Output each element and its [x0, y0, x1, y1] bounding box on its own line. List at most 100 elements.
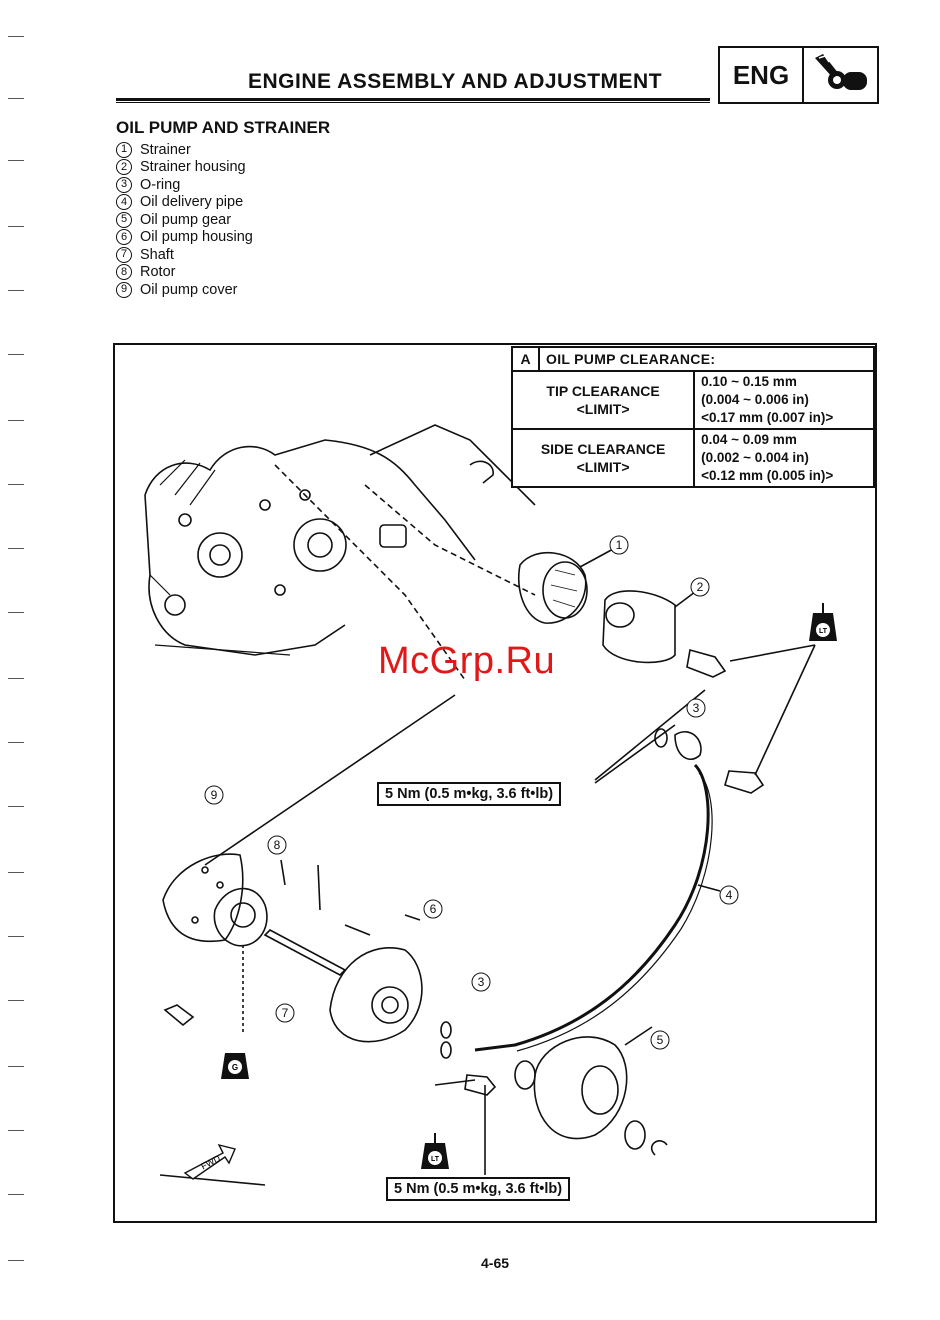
oil-pump-cover [162, 853, 244, 943]
svg-text:LT: LT [819, 628, 828, 635]
svg-text:5: 5 [657, 1033, 664, 1047]
oil-pump-clearance-table: A OIL PUMP CLEARANCE: TIP CLEARANCE <LIM… [510, 346, 875, 488]
svg-text:G: G [232, 1063, 238, 1072]
callout-8: 8 [267, 835, 287, 855]
torque-spec: 5 Nm (0.5 m•kg, 3.6 ft•lb) [377, 782, 562, 806]
callout-3: 3 [471, 972, 491, 992]
oil-delivery-pipe [474, 763, 710, 1052]
list-item: 3 O-ring [116, 176, 253, 194]
part-number: 9 [116, 281, 132, 298]
binder-mark [8, 872, 24, 873]
part-number: 2 [116, 159, 132, 176]
engine-wrench-icon [804, 48, 877, 102]
section-title: OIL PUMP AND STRAINER [116, 118, 331, 137]
table-row: SIDE CLEARANCE <LIMIT> 0.04 ~ 0.09 mm (0… [510, 428, 875, 488]
oil-pump-gear [533, 1036, 628, 1140]
part-label: Strainer [140, 141, 191, 158]
callout-4: 4 [719, 885, 739, 905]
rotor [213, 887, 268, 947]
svg-text:3: 3 [693, 701, 700, 715]
spec-limit-value: <0.12 mm (0.005 in)> [701, 468, 834, 483]
list-item: 6 Oil pump housing [116, 229, 253, 247]
page-header-title: ENGINE ASSEMBLY AND ADJUSTMENT [248, 70, 663, 93]
binder-mark [8, 484, 24, 485]
part-label: Shaft [140, 246, 174, 263]
header-rule [116, 102, 710, 103]
spec-name: TIP CLEARANCE [546, 383, 660, 399]
spec-limit-label: <LIMIT> [576, 459, 630, 475]
strainer-housing [602, 590, 676, 664]
binder-mark [8, 226, 24, 227]
spec-std-mm: 0.10 ~ 0.15 mm [701, 374, 797, 389]
svg-text:4: 4 [726, 888, 733, 902]
part-label: Strainer housing [140, 159, 246, 176]
spec-name: SIDE CLEARANCE [540, 441, 666, 457]
part-number: 3 [116, 176, 132, 193]
callout-3: 3 [686, 698, 706, 718]
part-number: 4 [116, 194, 132, 211]
spec-std-in: (0.004 ~ 0.006 in) [701, 392, 809, 407]
lt-thread-lock-icon: LT [809, 603, 837, 641]
callout-1: 1 [609, 535, 629, 555]
binder-mark [8, 1130, 24, 1131]
part-label: Rotor [140, 264, 176, 281]
bolt [724, 770, 765, 794]
callout-2: 2 [690, 577, 710, 597]
binder-mark [8, 1000, 24, 1001]
callout-5: 5 [650, 1030, 670, 1050]
lt-thread-lock-icon: LT [421, 1133, 449, 1169]
binder-mark [8, 36, 24, 37]
binder-mark [8, 1260, 24, 1261]
binder-mark [8, 160, 24, 161]
watermark: McGrp.Ru [378, 640, 556, 682]
svg-text:3: 3 [478, 975, 485, 989]
list-item: 7 Shaft [116, 246, 253, 264]
table-header-row: A OIL PUMP CLEARANCE: [511, 346, 875, 372]
part-number: 6 [116, 229, 132, 246]
svg-text:8: 8 [274, 838, 281, 852]
spec-limit-label: <LIMIT> [576, 401, 630, 417]
list-item: 2 Strainer housing [116, 159, 253, 177]
binder-mark [8, 420, 24, 421]
binder-mark [8, 548, 24, 549]
spec-limit-value: <0.17 mm (0.007 in)> [701, 410, 834, 425]
part-label: Oil delivery pipe [140, 194, 244, 211]
table-title: OIL PUMP CLEARANCE: [538, 346, 875, 372]
bolt [686, 648, 727, 678]
binder-mark [8, 678, 24, 679]
list-item: 8 Rotor [116, 264, 253, 282]
fwd-arrow-icon: FWD [183, 1143, 236, 1180]
callout-9: 9 [204, 785, 224, 805]
svg-text:9: 9 [211, 788, 218, 802]
binder-mark [8, 98, 24, 99]
exploded-diagram: 1 2 3 4 5 6 7 8 9 3 LT LT G [113, 343, 877, 1223]
part-number: 8 [116, 264, 132, 281]
spec-value: 0.04 ~ 0.09 mm (0.002 ~ 0.004 in) <0.12 … [693, 428, 875, 488]
table-letter: A [511, 346, 540, 372]
spec-std-in: (0.002 ~ 0.004 in) [701, 450, 809, 465]
section-badge: ENG [718, 46, 879, 104]
binder-mark [8, 354, 24, 355]
part-label: Oil pump housing [140, 229, 253, 246]
part-label: Oil pump gear [140, 211, 232, 228]
binder-mark [8, 936, 24, 937]
strainer [518, 551, 587, 624]
svg-text:6: 6 [430, 902, 437, 916]
svg-text:7: 7 [282, 1006, 289, 1020]
section-badge-label: ENG [720, 48, 804, 102]
spec-std-mm: 0.04 ~ 0.09 mm [701, 432, 797, 447]
shaft [263, 929, 347, 976]
binder-mark [8, 806, 24, 807]
part-number: 7 [116, 246, 132, 263]
part-label: Oil pump cover [140, 281, 238, 298]
binder-mark [8, 612, 24, 613]
list-item: 4 Oil delivery pipe [116, 194, 253, 212]
part-label: O-ring [140, 176, 181, 193]
crankcase-outline [144, 439, 476, 656]
spec-label: SIDE CLEARANCE <LIMIT> [510, 428, 696, 488]
spec-label: TIP CLEARANCE <LIMIT> [510, 370, 696, 430]
callout-6: 6 [423, 899, 443, 919]
